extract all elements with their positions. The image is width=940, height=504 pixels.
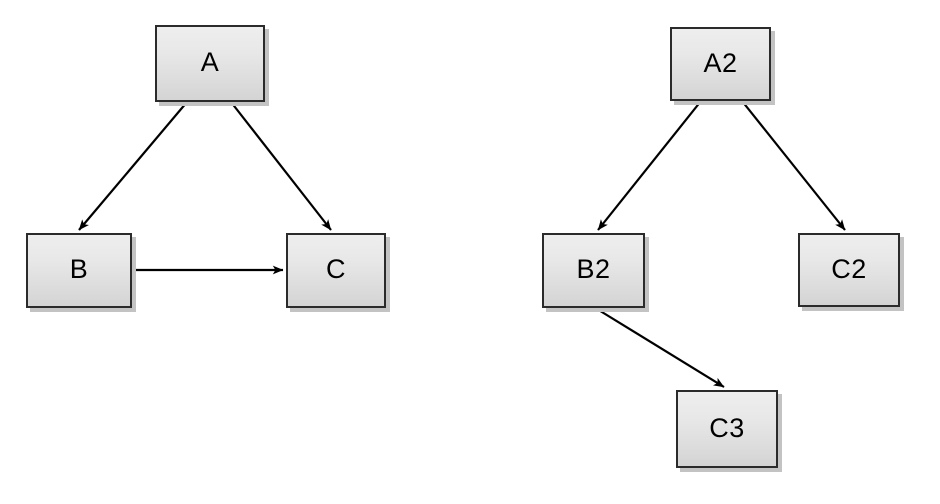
node-c3[interactable]: C3: [676, 390, 778, 468]
edge-a-to-b: [78, 101, 188, 231]
node-b[interactable]: B: [26, 233, 132, 308]
node-label-c2: C2: [831, 253, 867, 284]
node-label-b: B: [69, 254, 89, 284]
node-c[interactable]: C: [286, 233, 386, 308]
node-label-b2: B2: [576, 254, 611, 284]
node-a[interactable]: A: [155, 25, 265, 102]
node-c2[interactable]: C2: [798, 233, 900, 307]
edge-a-to-c: [230, 101, 332, 231]
node-label-a: A: [200, 47, 220, 77]
edge-a2-to-c2: [741, 100, 846, 231]
edge-b2-to-c3: [596, 308, 725, 388]
node-label-a2: A2: [703, 47, 738, 78]
node-label-c: C: [326, 254, 346, 284]
node-label-c3: C3: [709, 412, 745, 443]
edge-a2-to-b2: [597, 100, 702, 231]
node-b2[interactable]: B2: [542, 233, 645, 308]
node-a2[interactable]: A2: [670, 27, 771, 101]
